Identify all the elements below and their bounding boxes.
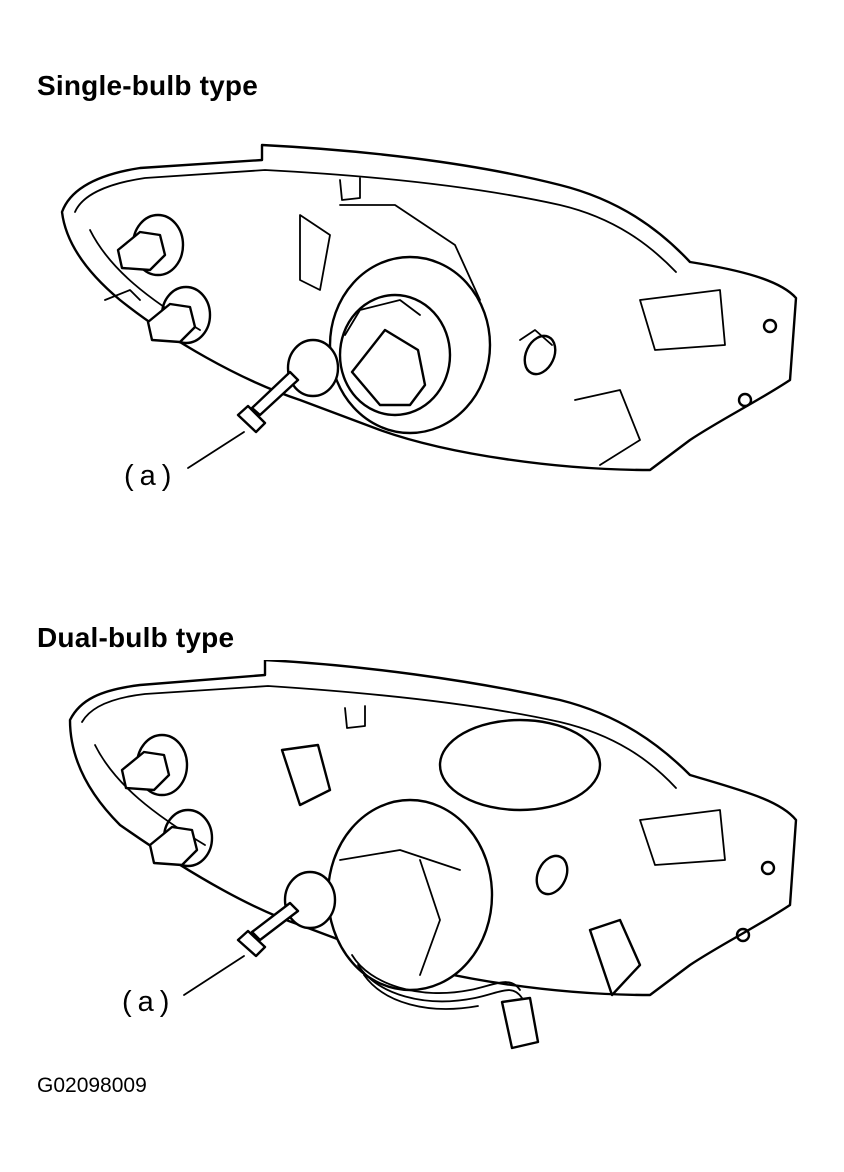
callout-leader-line <box>183 955 245 996</box>
callout-leader-line <box>187 431 245 469</box>
single-bulb-headlamp-illustration <box>0 130 844 510</box>
single-bulb-title: Single-bulb type <box>37 70 258 101</box>
dual-bulb-title: Dual-bulb type <box>37 622 235 653</box>
dual-bulb-headlamp-illustration <box>0 660 844 1060</box>
housing-outline <box>60 143 798 472</box>
housing-outline <box>68 660 798 997</box>
figure-code: G02098009 <box>37 1074 147 1097</box>
screw-callout-a: (a) <box>124 460 178 492</box>
screw-callout-a: (a) <box>122 986 176 1018</box>
